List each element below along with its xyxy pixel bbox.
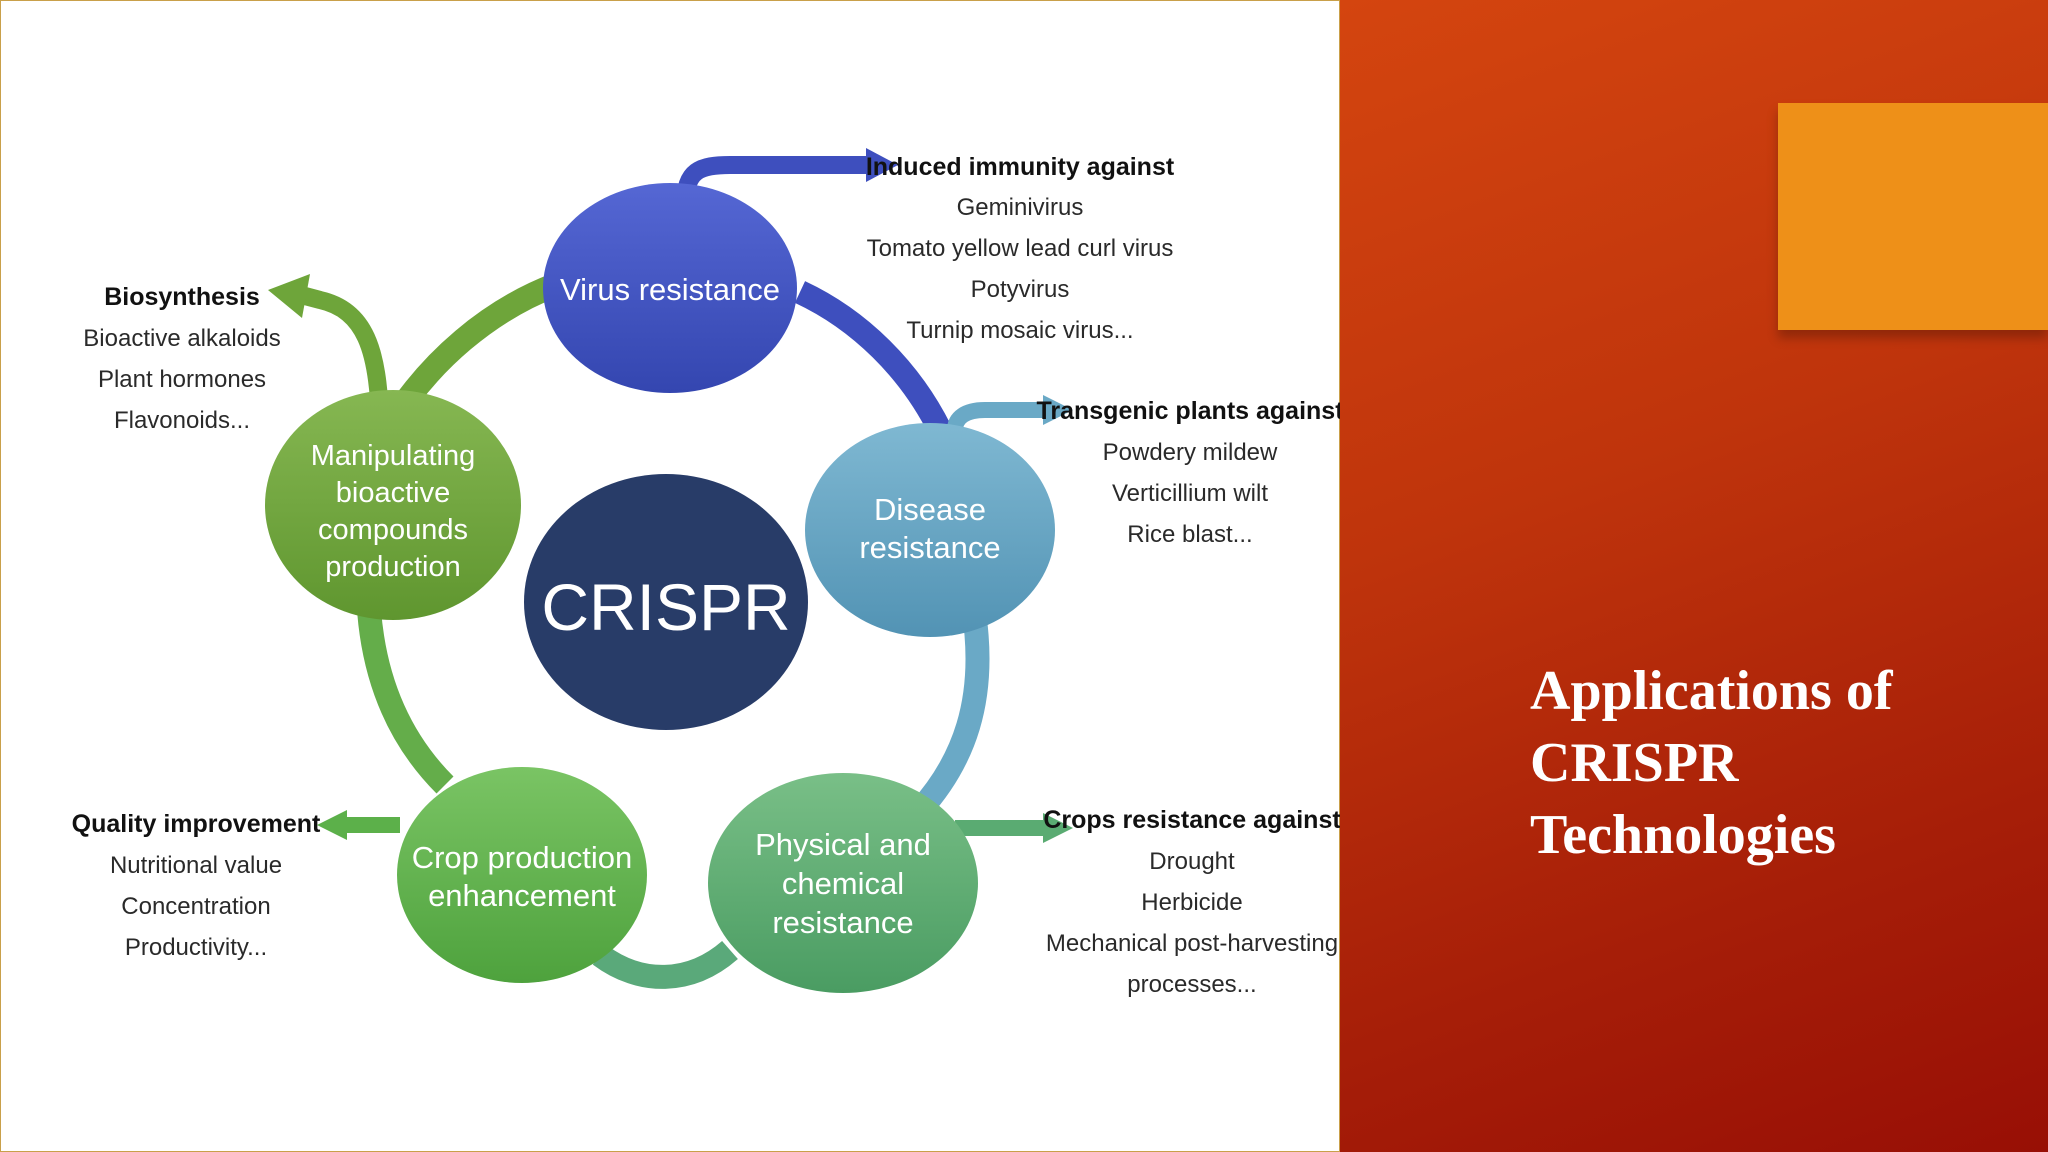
slide-title-line: Technologies <box>1530 804 1836 866</box>
node-label: Virus resistance <box>560 272 780 307</box>
arrow-crop <box>317 810 400 840</box>
cycle-arc-virus-to-disease <box>794 281 951 436</box>
arrow-physical <box>955 813 1073 843</box>
node-label: bioactive <box>336 477 450 509</box>
accent-box <box>1778 103 2048 330</box>
annotation-item: Powdery mildew <box>1103 439 1278 466</box>
cycle-arc-crop-to-manipulating <box>356 589 454 794</box>
annotation-item: Potyvirus <box>971 276 1070 303</box>
node-label: resistance <box>772 905 913 940</box>
slide-title-line: Applications of <box>1530 660 1893 722</box>
slide-title: Applications of CRISPR Technologies <box>1530 655 2000 871</box>
annotation-item: Nutritional value <box>110 852 282 879</box>
cycle-arc-disease-to-physical <box>911 618 990 819</box>
node-label: production <box>325 551 460 583</box>
crispr-cycle-diagram: CRISPR Virus resistance Disease resistan… <box>72 148 1340 998</box>
annotation-crop: Quality improvement Nutritional value Co… <box>72 810 321 961</box>
node-label: compounds <box>318 514 468 546</box>
annotation-heading: Crops resistance against <box>1043 806 1340 834</box>
annotation-item: Geminivirus <box>957 194 1084 221</box>
annotation-heading: Transgenic plants against <box>1036 397 1340 425</box>
cycle-arc-physical-to-crop <box>592 940 738 989</box>
annotation-item: Bioactive alkaloids <box>83 325 280 352</box>
node-virus-resistance: Virus resistance <box>543 183 797 393</box>
annotation-item: Rice blast... <box>1127 521 1252 548</box>
annotation-item: processes... <box>1127 971 1256 998</box>
annotation-item: Productivity... <box>125 934 267 961</box>
annotation-item: Turnip mosaic virus... <box>906 317 1133 344</box>
node-label: Crop production <box>412 840 633 875</box>
center-node <box>524 474 808 730</box>
node-label: Disease <box>874 492 986 527</box>
annotation-heading: Induced immunity against <box>866 153 1175 181</box>
annotation-item: Drought <box>1149 848 1235 875</box>
node-label: chemical <box>782 866 904 901</box>
annotation-item: Tomato yellow lead curl virus <box>867 235 1174 262</box>
annotation-manipulating: Biosynthesis Bioactive alkaloids Plant h… <box>83 283 280 434</box>
annotation-item: Mechanical post-harvesting <box>1046 930 1338 957</box>
node-label: enhancement <box>428 878 616 913</box>
center-label: CRISPR <box>541 570 790 644</box>
slide-title-line: CRISPR <box>1530 732 1739 794</box>
annotation-item: Flavonoids... <box>114 407 250 434</box>
annotation-item: Plant hormones <box>98 366 266 393</box>
node-label: resistance <box>859 530 1000 565</box>
annotation-virus: Induced immunity against Geminivirus Tom… <box>866 153 1175 344</box>
node-crop-production-enhancement: Crop production enhancement <box>397 767 647 983</box>
annotation-disease: Transgenic plants against Powdery mildew… <box>1036 397 1340 548</box>
node-manipulating-bioactive-compounds: Manipulating bioactive compounds product… <box>265 390 521 620</box>
annotation-heading: Biosynthesis <box>104 283 260 311</box>
annotation-item: Herbicide <box>1141 889 1242 916</box>
annotation-physical: Crops resistance against Drought Herbici… <box>1043 806 1340 998</box>
annotation-item: Concentration <box>121 893 270 920</box>
node-label: Physical and <box>755 827 931 862</box>
node-physical-chemical-resistance: Physical and chemical resistance <box>708 773 978 993</box>
annotation-item: Verticillium wilt <box>1112 480 1268 507</box>
node-disease-resistance: Disease resistance <box>805 423 1055 637</box>
node-label: Manipulating <box>311 440 475 472</box>
annotation-heading: Quality improvement <box>72 810 321 838</box>
